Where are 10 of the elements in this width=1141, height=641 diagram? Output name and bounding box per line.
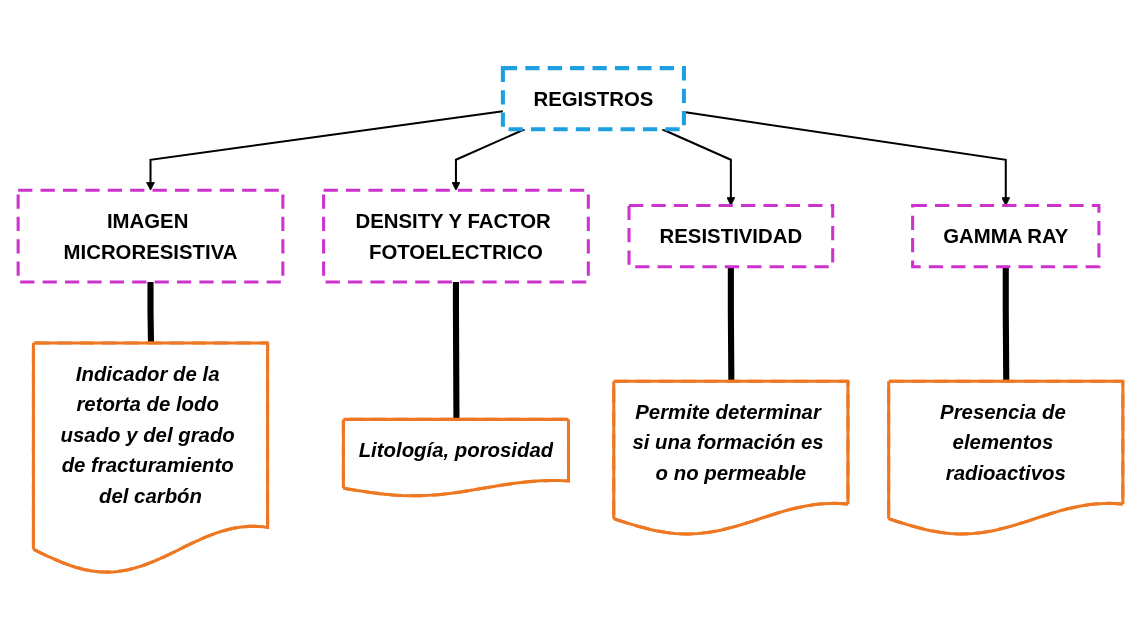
node-box	[322, 189, 590, 284]
connector	[1002, 267, 1010, 383]
node-box	[627, 204, 835, 269]
node-box	[500, 66, 686, 132]
diagram: REGISTROS IMAGEN MICRORESISTIVA DENSITY Y FACTOR FOTOELECTRICO RESISTIVIDAD GAMMA RAY Indicador de la retorta de lodo usado y del grado de fracturamiento del carbón Litología, porosidad Permite determinar si una formación es o no permeable Presencia de elementos radioactivos	[10, 60, 1131, 581]
connector	[147, 282, 155, 344]
connector	[452, 282, 460, 421]
node-box	[911, 204, 1101, 269]
connector	[727, 267, 735, 383]
node-box	[16, 189, 285, 284]
